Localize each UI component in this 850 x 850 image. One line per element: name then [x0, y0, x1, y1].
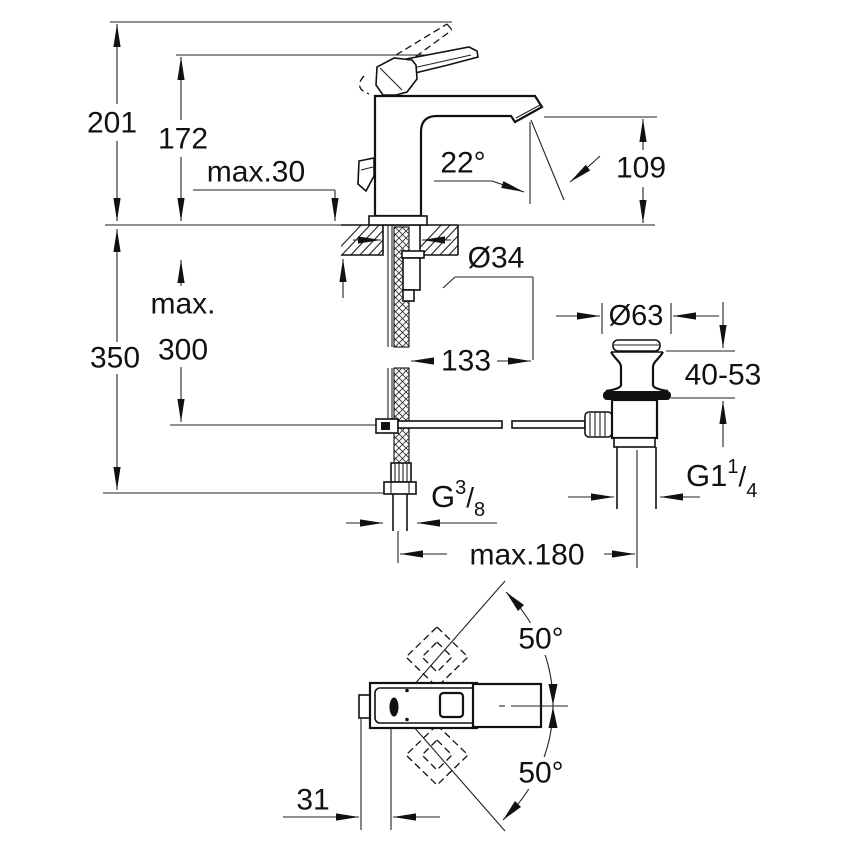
lever-side	[375, 46, 479, 96]
drain-funnel-right	[651, 351, 669, 393]
faucet-plan	[358, 681, 568, 730]
faucet-body	[373, 94, 544, 218]
cartridge-square-plan	[438, 691, 465, 719]
screw-dot-bottom	[405, 717, 409, 722]
dim-swivel-lower: 50°	[517, 757, 565, 790]
swivel-upper-label: 50°	[518, 623, 563, 656]
lever-height-label: 172	[158, 123, 208, 156]
spout-reach-label: 133	[441, 345, 491, 378]
drain-assembly	[603, 339, 671, 568]
outlet-height-label: 109	[616, 152, 666, 185]
supply-assembly	[383, 225, 425, 563]
dim-waste-range: 40-53	[666, 302, 761, 447]
waste-thread-label: G11/4	[686, 456, 757, 502]
drain-funnel-left	[605, 351, 623, 393]
rod-clamp-screw	[381, 422, 390, 430]
aerator-plan	[389, 697, 399, 717]
spout-angle-label: 22°	[440, 147, 485, 180]
lever-hub	[375, 57, 418, 96]
faucet-base-flange	[368, 215, 428, 226]
hole-diameter-label: Ø34	[468, 242, 525, 275]
dim-waste-diameter: Ø63	[556, 300, 719, 334]
dim-hole-diameter: Ø34	[353, 236, 534, 360]
label-bg-lower	[517, 757, 565, 789]
handle-pos-lower-inner	[421, 739, 453, 771]
label-bg-upper	[517, 623, 565, 655]
faucet-side	[357, 23, 601, 226]
dimensions-plan: 50° 50° 31	[283, 623, 565, 830]
side-view: 201 172 max.30 22°	[87, 21, 761, 572]
pull-rod-knob-line	[360, 166, 374, 171]
dim-swivel-upper: 50°	[517, 623, 565, 656]
hose-ferrule	[390, 462, 412, 483]
arc-arrow-top	[506, 592, 524, 611]
dim-supply-thread: G3/8	[346, 477, 497, 527]
dim-rod-depth: max. 300	[150, 260, 216, 422]
drain-ring	[613, 437, 656, 448]
dim-spout-offset: 31	[283, 718, 440, 830]
dim-spout-angle: 22°	[434, 147, 525, 193]
dim-deck-thickness: max.30	[193, 156, 347, 298]
drain-body	[610, 398, 659, 440]
handle-pos-lower-outer	[405, 724, 469, 786]
supply-nut	[383, 481, 417, 495]
dimensions-side: 201 172 max.30 22°	[87, 24, 761, 572]
pull-rod-knob	[357, 157, 375, 193]
spout-offset-label: 31	[296, 784, 329, 817]
horizontal-rod-right	[511, 420, 586, 429]
drain-seal	[603, 391, 671, 400]
rod-depth-value-label: 300	[158, 334, 208, 367]
deck-thickness-label: max.30	[207, 156, 305, 189]
dim-hose-length: 350	[90, 229, 140, 490]
swivel-lower-label: 50°	[518, 757, 563, 790]
swivel-ray-lower	[412, 725, 506, 832]
screw-dot-top	[405, 688, 409, 693]
handle-pos-upper-inner	[421, 641, 453, 673]
drain-knob	[584, 411, 613, 438]
dim-spout-reach: 133	[411, 345, 531, 378]
dim-outlet-height: 109	[544, 116, 666, 223]
swivel-ray-upper	[412, 580, 506, 687]
arc-arrow-mid-down	[548, 684, 558, 705]
supply-thread-label: G3/8	[431, 477, 485, 521]
handle-pos-upper-outer	[405, 626, 469, 688]
waste-range-label: 40-53	[685, 359, 762, 392]
total-height-label: 201	[87, 107, 137, 140]
stream-leader-arrow	[569, 155, 601, 183]
flex-hose-lower	[393, 367, 410, 466]
arc-arrow-mid-up	[548, 707, 558, 728]
plan-view: 50° 50° 31	[283, 580, 568, 832]
rod-depth-prefix-label: max.	[150, 288, 215, 321]
lever-hub-line	[379, 67, 403, 91]
mounting-bracket	[402, 257, 421, 291]
distance-max-label: max.180	[469, 539, 584, 572]
popup-linkage	[375, 411, 619, 438]
dim-total-height: 201	[87, 24, 137, 221]
swivel-construction	[412, 580, 558, 832]
dim-distance-max: max.180	[400, 539, 635, 572]
dim-waste-thread: G11/4	[568, 456, 757, 502]
arc-arrow-bottom	[503, 801, 521, 820]
dim-lever-height: 172	[158, 57, 208, 221]
lever-raised-dashed	[358, 23, 453, 95]
horizontal-rod-left	[397, 420, 503, 429]
stream-construction	[529, 119, 601, 204]
lever-blade-line	[412, 54, 472, 69]
mounting-washer	[401, 250, 425, 259]
waste-diameter-label: Ø63	[609, 300, 664, 332]
handle-positions-dashed	[405, 626, 469, 786]
hose-length-label: 350	[90, 342, 140, 375]
stream-line	[530, 119, 565, 201]
aerator-line	[515, 104, 541, 119]
mounting-nut	[402, 289, 415, 302]
